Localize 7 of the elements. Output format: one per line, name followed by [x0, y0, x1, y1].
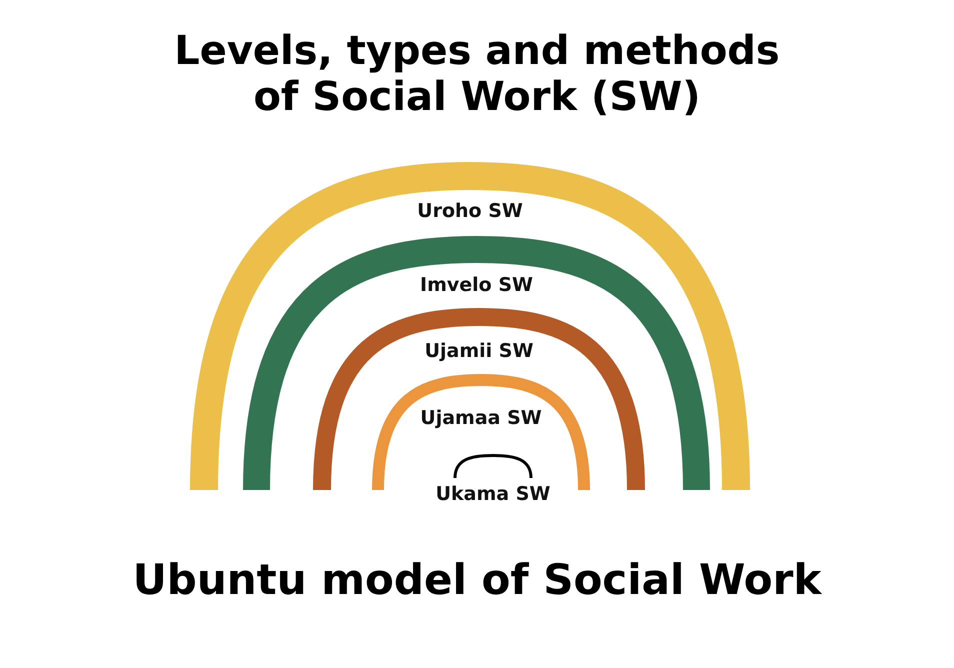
arch-label: Ukama SW: [436, 483, 550, 505]
arch-label: Ujamaa SW: [420, 407, 542, 429]
arch-label: Imvelo SW: [420, 274, 533, 296]
diagram-caption: Ubuntu model of Social Work: [132, 555, 823, 604]
diagram-title: Levels, types and methods of Social Work (SW): [173, 28, 781, 120]
arch-label: Uroho SW: [417, 200, 523, 222]
arch-label: Ujamii SW: [424, 340, 534, 362]
